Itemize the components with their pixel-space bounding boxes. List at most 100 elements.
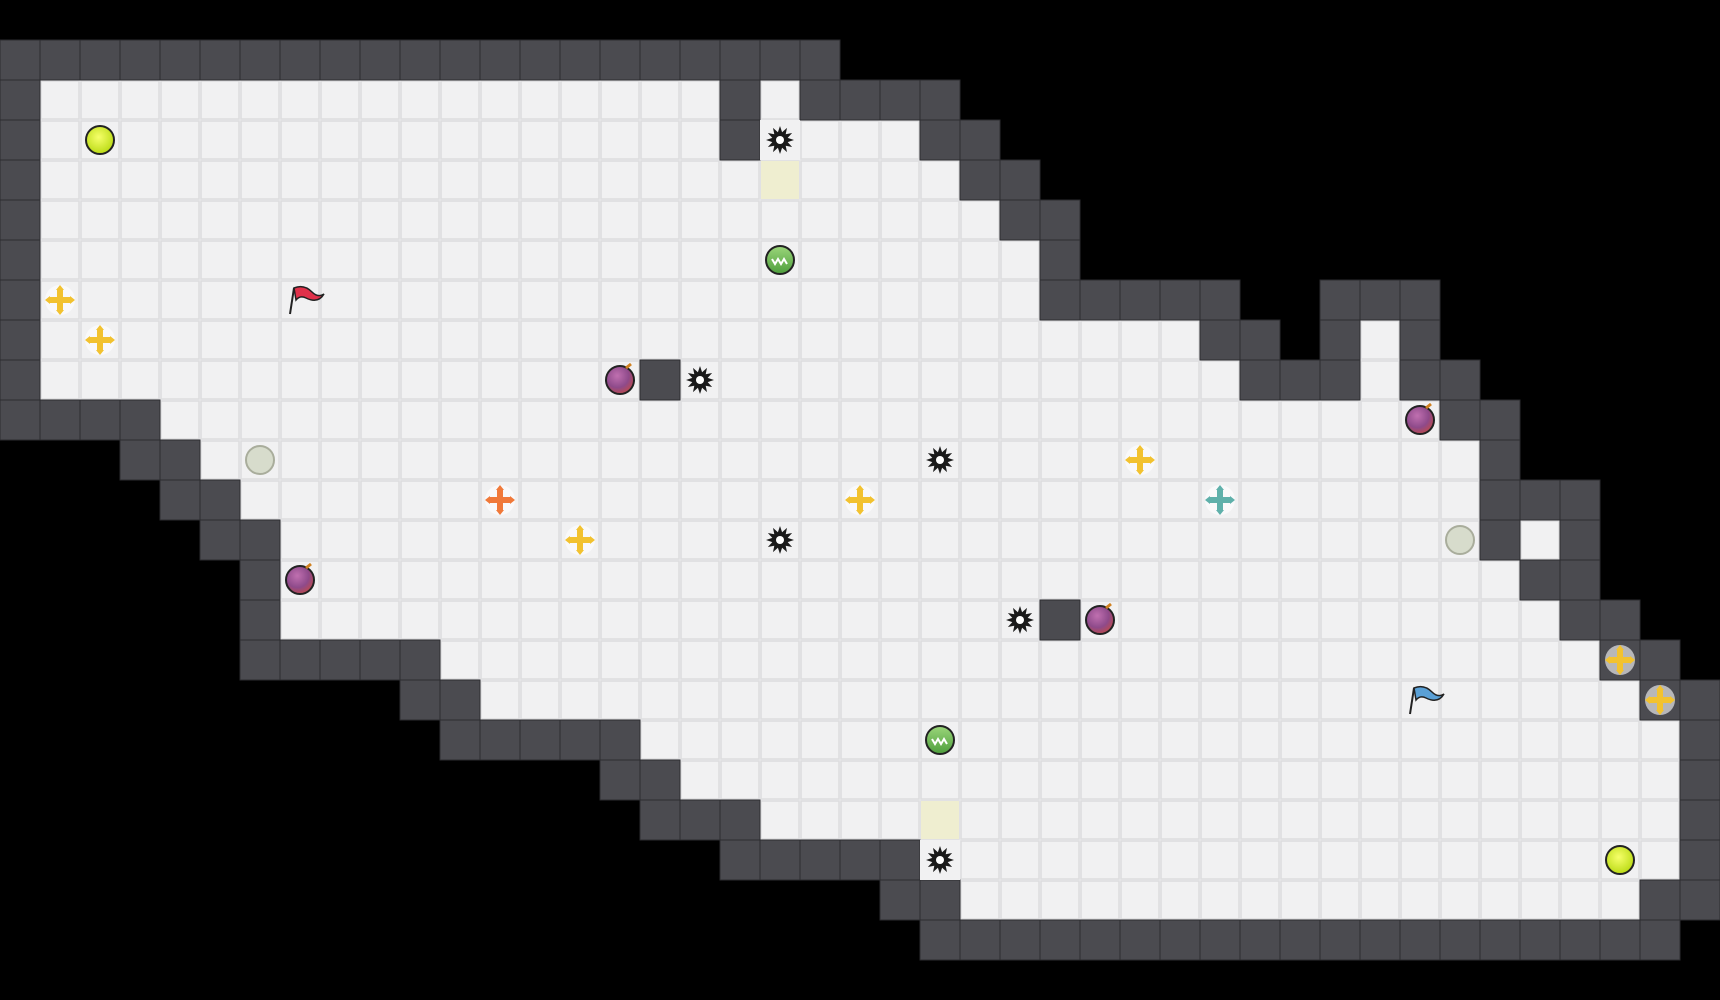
grid-cell <box>680 520 720 560</box>
floor-tile <box>1400 440 1440 480</box>
floor-tile <box>1400 560 1440 600</box>
wall-tile <box>799 79 841 121</box>
grid-cell <box>1200 640 1240 680</box>
floor-tile <box>1560 640 1600 680</box>
grid-cell <box>280 280 320 320</box>
floor-tile <box>1080 640 1120 680</box>
wall-tile <box>1319 919 1361 961</box>
wall-tile <box>1599 599 1641 641</box>
grid-cell <box>1320 560 1360 600</box>
bomb-icon <box>285 562 315 595</box>
grid-cell <box>200 200 240 240</box>
floor-tile <box>40 160 80 200</box>
floor-tile <box>1280 400 1320 440</box>
wall-tile <box>239 519 281 561</box>
floor-tile <box>1440 760 1480 800</box>
floor-tile <box>720 760 760 800</box>
floor-tile <box>120 320 160 360</box>
grid-cell <box>960 440 1000 480</box>
wall-tile <box>0 279 41 321</box>
floor-tile <box>1000 560 1040 600</box>
floor-tile <box>840 520 880 560</box>
grid-cell <box>1200 400 1240 440</box>
floor-tile <box>560 320 600 360</box>
powerup-icon <box>565 525 595 555</box>
floor-tile <box>920 280 960 320</box>
grid-cell <box>1440 600 1480 640</box>
grid-cell <box>320 440 360 480</box>
floor-tile <box>120 120 160 160</box>
grid-cell <box>880 720 920 760</box>
floor-tile <box>1240 440 1280 480</box>
grid-cell <box>1240 640 1280 680</box>
grid-cell <box>1160 400 1200 440</box>
grid-cell <box>1040 760 1080 800</box>
grid-cell <box>1440 640 1480 680</box>
grid-cell <box>1320 680 1360 720</box>
grid-cell <box>1200 480 1240 520</box>
floor-tile <box>1360 680 1400 720</box>
grid-cell <box>840 160 880 200</box>
powerup-icon <box>845 485 875 515</box>
floor-tile <box>1000 760 1040 800</box>
floor-tile <box>800 400 840 440</box>
grid-cell <box>960 280 1000 320</box>
floor-tile <box>1560 840 1600 880</box>
wall-tile <box>1119 279 1161 321</box>
grid-cell <box>1080 760 1120 800</box>
grid-cell <box>520 600 560 640</box>
floor-tile <box>1520 800 1560 840</box>
floor-tile <box>1480 800 1520 840</box>
floor-tile <box>360 120 400 160</box>
wall-tile <box>39 39 81 81</box>
wall-tile <box>1279 919 1321 961</box>
grid-cell <box>960 880 1000 920</box>
grid-cell <box>760 640 800 680</box>
grid-cell <box>1360 880 1400 920</box>
grid-cell <box>1200 880 1240 920</box>
floor-tile <box>720 160 760 200</box>
floor-tile <box>1200 800 1240 840</box>
floor-tile <box>1400 800 1440 840</box>
wall-tile <box>1399 359 1441 401</box>
floor-tile <box>1480 560 1520 600</box>
floor-tile <box>1400 760 1440 800</box>
floor-tile <box>320 80 360 120</box>
grid-cell <box>280 80 320 120</box>
grid-cell <box>680 120 720 160</box>
grid-cell <box>80 80 120 120</box>
grid-cell <box>720 160 760 200</box>
grid-cell <box>960 720 1000 760</box>
grid-cell <box>1200 840 1240 880</box>
grid-cell <box>1480 680 1520 720</box>
wall-tile <box>639 799 681 841</box>
grid-cell <box>720 560 760 600</box>
wall-tile <box>1199 319 1241 361</box>
grid-cell <box>440 560 480 600</box>
grid-cell <box>320 480 360 520</box>
floor-tile <box>80 240 120 280</box>
floor-tile <box>880 200 920 240</box>
grid-cell <box>480 120 520 160</box>
floor-tile <box>600 120 640 160</box>
grid-cell <box>1640 840 1680 880</box>
grid-cell <box>1360 680 1400 720</box>
grid-cell <box>1240 880 1280 920</box>
floor-tile <box>1160 640 1200 680</box>
grid-cell <box>1240 480 1280 520</box>
floor-tile <box>640 600 680 640</box>
floor-tile <box>640 80 680 120</box>
grid-cell <box>1240 720 1280 760</box>
floor-tile <box>520 160 560 200</box>
floor-tile <box>1440 800 1480 840</box>
grid-cell <box>440 120 480 160</box>
wall-tile <box>119 399 161 441</box>
grid-cell <box>520 240 560 280</box>
floor-tile <box>1400 600 1440 640</box>
floor-tile <box>1360 480 1400 520</box>
floor-tile <box>720 360 760 400</box>
floor-tile <box>1280 640 1320 680</box>
grid-cell <box>1520 600 1560 640</box>
grid-cell <box>1040 320 1080 360</box>
grid-cell <box>160 160 200 200</box>
